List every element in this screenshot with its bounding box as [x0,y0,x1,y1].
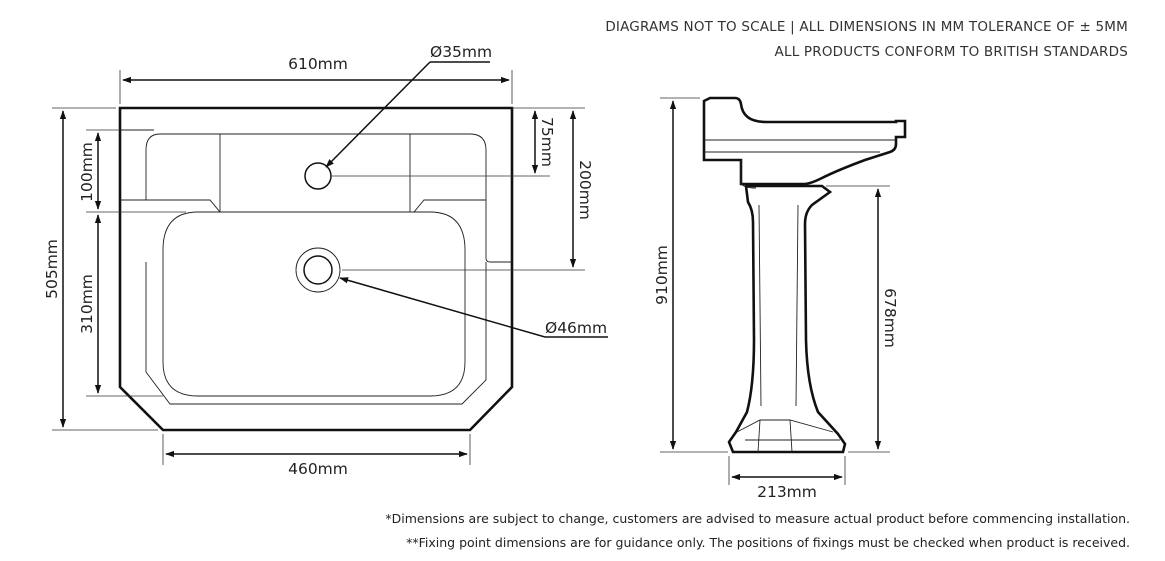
tap-deck-ridge [146,199,486,213]
label-bottom-width: 460mm [288,460,348,478]
dim-rear-to-waste: 200mm [342,110,594,271]
bowl-inner-rim [145,262,487,405]
label-rear-to-tap: 75mm [538,117,556,167]
waste-outer-ring [295,247,341,293]
pedestal-column [727,184,847,454]
footnote-dimensions: *Dimensions are subject to change, custo… [385,511,1130,526]
dim-tap-hole: Ø35mm [325,43,492,168]
basin-rim [160,133,512,263]
dim-waste-hole: Ø46mm [339,277,608,338]
waste-hole [303,255,333,285]
tap-hole [304,162,332,190]
dim-bottom-width: 460mm [162,434,471,478]
pedestal-side-view [702,96,907,454]
bowl-outline [162,211,466,397]
label-waste-hole: Ø46mm [545,319,607,337]
header-standards: ALL PRODUCTS CONFORM TO BRITISH STANDARD… [774,44,1128,60]
dim-pedestal-height: 678mm [826,185,899,453]
dim-top-width: 610mm [119,55,513,104]
label-bowl-depth: 310mm [78,274,96,334]
header-disclaimer: DIAGRAMS NOT TO SCALE | ALL DIMENSIONS I… [605,19,1128,35]
label-pedestal-height: 678mm [881,288,899,348]
basin-side-profile [702,96,907,186]
footnote-fixings: **Fixing point dimensions are for guidan… [406,535,1130,550]
dim-total-height: 910mm [653,97,728,453]
dim-tap-to-edge: 100mm [78,129,186,213]
dim-rear-to-tap: 75mm [332,107,585,177]
dim-pedestal-base-width: 213mm [728,456,846,501]
basin-top-view [118,106,514,432]
dim-bowl-depth: 310mm [78,214,163,397]
label-total-height: 910mm [653,245,671,305]
label-tap-to-edge: 100mm [78,142,96,202]
basin-outline [118,106,514,432]
dim-overall-depth: 505mm [43,107,158,431]
label-overall-depth: 505mm [43,239,61,299]
label-rear-to-waste: 200mm [576,160,594,220]
label-tap-hole: Ø35mm [430,43,492,61]
label-pedestal-base-width: 213mm [757,483,817,501]
label-top-width: 610mm [288,55,348,73]
